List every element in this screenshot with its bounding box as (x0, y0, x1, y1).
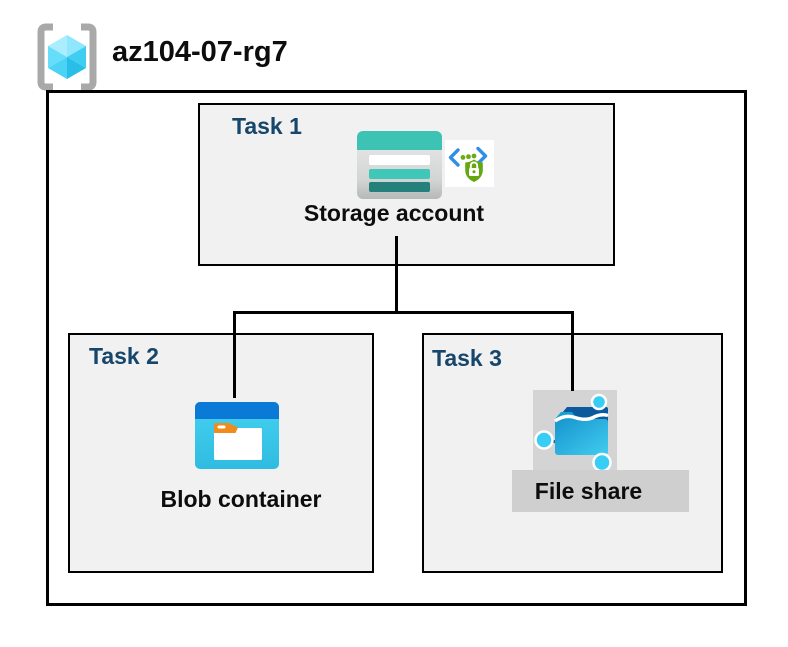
storage-account-icon (357, 131, 442, 199)
blob-container-label: Blob container (160, 486, 322, 512)
task2-box: Task 2 Blob container (68, 333, 374, 573)
connector-to-blob-container (233, 311, 236, 398)
secure-access-lock-icon (445, 140, 494, 187)
connector-horizontal (233, 311, 574, 314)
resource-group-name: az104-07-rg7 (112, 36, 288, 68)
file-share-label-bar: File share (512, 470, 689, 512)
task1-box: Task 1 (198, 103, 615, 266)
task1-label: Task 1 (232, 113, 302, 139)
file-share-label: File share (534, 478, 643, 504)
storage-account-label: Storage account (303, 200, 485, 226)
file-share-icon (533, 390, 617, 472)
task2-label: Task 2 (89, 343, 159, 369)
connector-storage-down (395, 236, 398, 314)
connector-to-file-share (571, 311, 574, 391)
resource-group-icon (37, 23, 97, 91)
blob-container-icon (195, 402, 279, 469)
task3-label: Task 3 (432, 345, 502, 371)
